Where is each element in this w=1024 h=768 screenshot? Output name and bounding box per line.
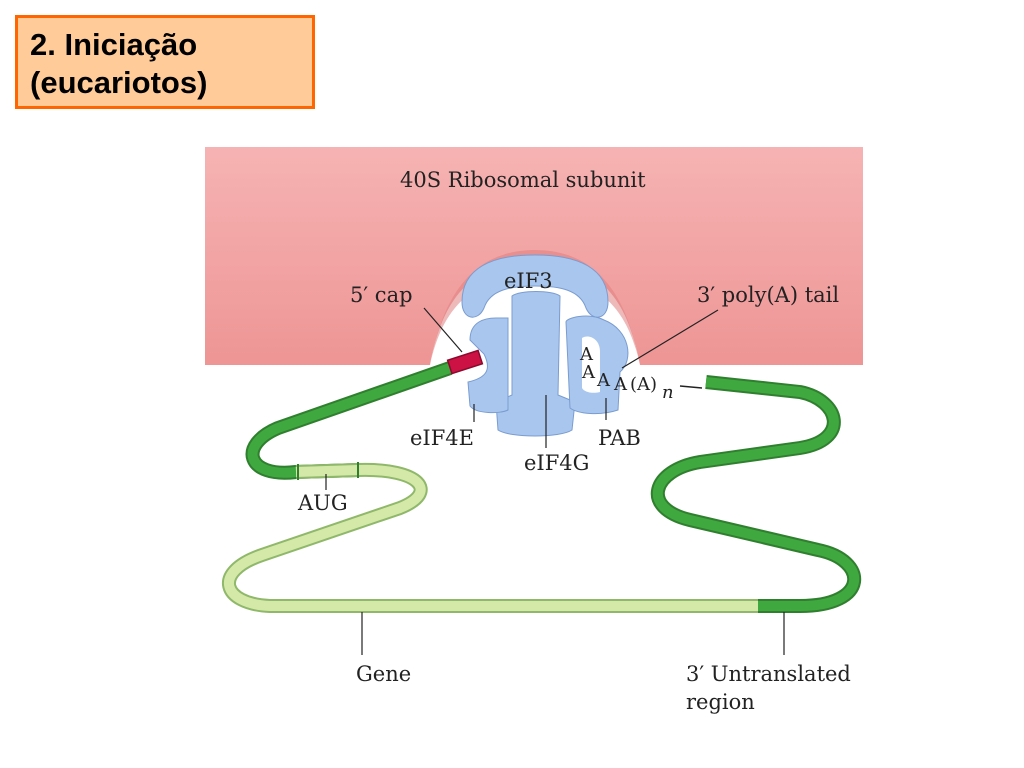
polya-a4: A bbox=[613, 374, 628, 395]
polya-connector bbox=[679, 385, 703, 389]
utr-label-line-2: region bbox=[686, 690, 755, 714]
eif4e-factor bbox=[467, 317, 509, 414]
mrna-3utr-segment bbox=[650, 375, 862, 613]
polya-n-label: n bbox=[662, 382, 674, 403]
slide-title-line-2: (eucariotos) bbox=[30, 65, 208, 100]
gene-label: Gene bbox=[356, 662, 411, 686]
polya-a2: A bbox=[581, 362, 596, 383]
eif3-factor bbox=[461, 254, 609, 318]
mrna-3utr-segment-fill bbox=[652, 377, 860, 611]
pab-inner-notch bbox=[582, 336, 600, 393]
eif4g-factor bbox=[495, 291, 576, 437]
ribosome-label: 40S Ribosomal subunit bbox=[400, 168, 646, 192]
slide-title-box: 2. Iniciação (eucariotos) bbox=[15, 15, 315, 109]
slide-title-line-1: 2. Iniciação bbox=[30, 27, 198, 62]
polya-a3: A bbox=[596, 370, 611, 391]
eif4e-label: eIF4E bbox=[410, 426, 474, 450]
eif3-label: eIF3 bbox=[504, 269, 553, 293]
polya-tail-label: (A) bbox=[630, 374, 657, 395]
mrna-5prime-segment-fill bbox=[247, 363, 452, 478]
five-prime-cap bbox=[446, 349, 484, 375]
cap-leader-line bbox=[423, 307, 463, 353]
utr-label-line-1: 3′ Untranslated bbox=[686, 662, 851, 686]
mrna-5prime-segment bbox=[245, 361, 453, 480]
mrna-coding-segment-fill bbox=[224, 464, 760, 611]
polya-leader-line bbox=[621, 309, 719, 369]
polya-a1: A bbox=[579, 344, 594, 365]
pab-label: PAB bbox=[598, 426, 641, 450]
eif4g-label: eIF4G bbox=[524, 451, 589, 475]
cap-label: 5′ cap bbox=[350, 283, 413, 307]
aug-label: AUG bbox=[297, 491, 348, 515]
polya-tail-title: 3′ poly(A) tail bbox=[697, 283, 839, 307]
